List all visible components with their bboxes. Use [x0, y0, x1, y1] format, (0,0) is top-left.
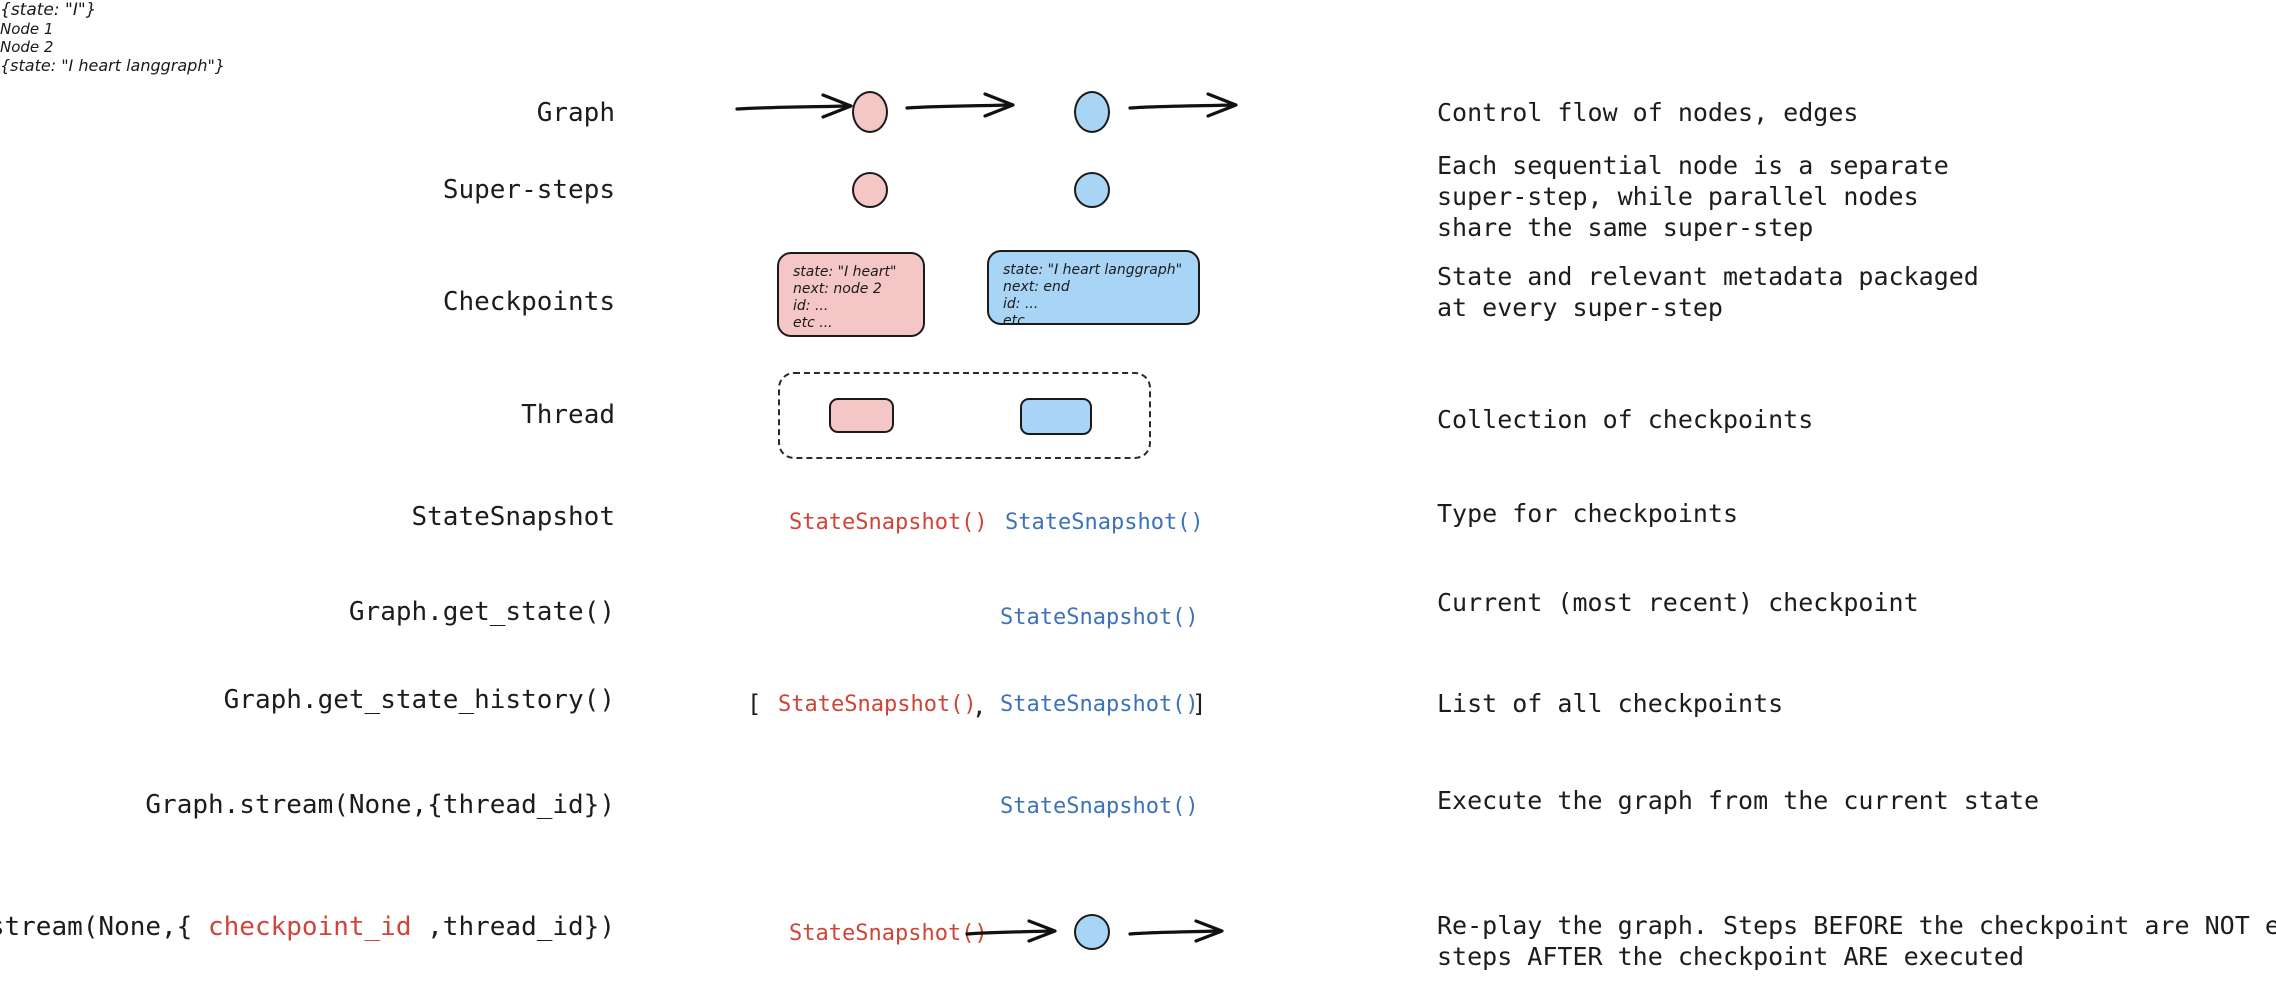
thread-container: [778, 372, 1151, 459]
replay-node: [1074, 914, 1110, 950]
description-thread: Collection of checkpoints: [1437, 405, 1814, 434]
statesnapshot-type-pink: StateSnapshot(): [789, 510, 988, 535]
checkpoint-box-blue: state: "I heart langgraph" next: end id:…: [987, 250, 1200, 329]
graph-arrow-2: [905, 92, 1015, 118]
description-stream-checkpoint: Re-play the graph. Steps BEFORE the chec…: [1437, 911, 2276, 971]
checkpoint-pink-line-1: state: "I heart": [793, 264, 897, 280]
row-label-stream-thread: Graph.stream(None,{thread_id}): [145, 790, 615, 820]
graph-node-1: [852, 91, 888, 133]
node-1-label: Node 1: [0, 20, 54, 38]
stream-checkpoint-suffix: ,thread_id}): [411, 912, 615, 942]
thread-checkpoint-pink: [829, 398, 894, 433]
description-statesnapshot: Type for checkpoints: [1437, 499, 1739, 528]
description-graph: Control flow of nodes, edges: [1437, 98, 1859, 127]
stream-checkpoint-prefix: Graph.stream(None,{: [0, 912, 193, 942]
row-label-statesnapshot: StateSnapshot: [411, 502, 616, 532]
statesnapshot-type-blue: StateSnapshot(): [1005, 510, 1204, 535]
checkpoint-box-pink: state: "I heart" next: node 2 id: ... et…: [777, 252, 925, 337]
history-close-bracket: ]: [1192, 690, 1207, 718]
checkpoint-pink-line-2: next: node 2: [793, 281, 882, 297]
row-label-stream-checkpoint: Graph.stream(None,{ checkpoint_id ,threa…: [0, 912, 615, 942]
super-step-node-1: [852, 172, 888, 208]
checkpoint-blue-line-3: id: ...: [1003, 296, 1039, 312]
row-label-checkpoints: Checkpoints: [442, 287, 615, 317]
super-step-node-2: [1074, 172, 1110, 208]
graph-input-state-label: {state: "I"}: [0, 0, 97, 20]
row-label-get-state: Graph.get_state(): [348, 597, 615, 627]
history-open-bracket: [: [747, 690, 762, 718]
replay-arrow-1: [965, 919, 1057, 943]
checkpoint-pink-line-3: id: ...: [793, 298, 829, 314]
row-label-graph: Graph: [536, 98, 615, 128]
replay-arrow-2: [1128, 919, 1224, 943]
get-state-snapshot: StateSnapshot(): [1000, 605, 1199, 630]
checkpoint-pink-line-4: etc ...: [793, 315, 833, 331]
graph-node-2: [1074, 91, 1110, 133]
description-get-state: Current (most recent) checkpoint: [1437, 588, 1919, 617]
description-super-steps: Each sequential node is a separate super…: [1437, 151, 1949, 242]
graph-output-state-label: {state: "I heart langgraph"}: [0, 56, 225, 75]
stream-thread-snapshot: StateSnapshot(): [1000, 794, 1199, 819]
checkpoint-id-token: checkpoint_id: [208, 912, 412, 942]
history-snapshot-pink: StateSnapshot(): [778, 692, 977, 717]
node-2-label: Node 2: [0, 38, 54, 56]
graph-arrow-1: [735, 93, 853, 119]
checkpoint-blue-line-2: next: end: [1003, 279, 1070, 295]
row-label-get-state-history: Graph.get_state_history(): [223, 685, 615, 715]
history-snapshot-blue: StateSnapshot(): [1000, 692, 1199, 717]
checkpoint-blue-line-4: etc ...: [1003, 313, 1043, 329]
graph-arrow-3: [1128, 92, 1238, 118]
replay-snapshot: StateSnapshot(): [789, 921, 988, 946]
history-comma: ,: [972, 692, 987, 720]
thread-checkpoint-blue: [1020, 398, 1092, 435]
checkpoint-blue-line-1: state: "I heart langgraph": [1003, 262, 1183, 278]
row-label-thread: Thread: [521, 400, 615, 430]
description-checkpoints: State and relevant metadata packaged at …: [1437, 262, 1979, 322]
description-stream-thread: Execute the graph from the current state: [1437, 786, 2040, 815]
row-label-super-steps: Super-steps: [442, 175, 615, 205]
description-get-state-history: List of all checkpoints: [1437, 689, 1784, 718]
